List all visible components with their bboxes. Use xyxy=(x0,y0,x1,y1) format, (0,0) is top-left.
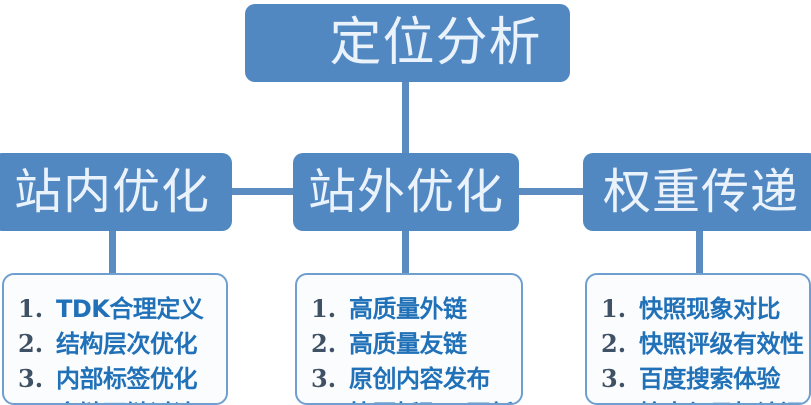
list-weight: 1. 快照现象对比 2. 快照评级有效性 3. 百度搜索体验 4. 检索与目标访… xyxy=(585,273,811,405)
list-item: 1. 快照现象对比 xyxy=(601,289,809,324)
list-item: 2. 快照评级有效性 xyxy=(601,324,809,359)
list-on-site: 1. TDK合理定义 2. 结构层次优化 3. 内部标签优化 4. 空链死链过滤 xyxy=(2,273,228,405)
list-item-number: 3. xyxy=(18,364,44,393)
node-on-site-label: 站内优化 xyxy=(13,164,210,220)
connector-off-site-to-list xyxy=(402,226,409,278)
list-item: 3. 百度搜索体验 xyxy=(601,359,809,394)
list-item-number: 1. xyxy=(311,294,337,323)
list-item-label: TDK合理定义 xyxy=(56,295,204,323)
list-item-label: 高质量友链 xyxy=(349,330,467,358)
list-item: 3. 原创内容发布 xyxy=(311,359,521,394)
node-weight-label: 权重传递 xyxy=(602,164,799,220)
list-item-number: 2. xyxy=(18,329,44,358)
list-item-number: 1. xyxy=(601,294,627,323)
list-item-number: 1. xyxy=(18,294,44,323)
connector-weight-to-list xyxy=(696,226,703,278)
node-root[interactable]: 定位分析 xyxy=(245,4,570,82)
list-item-number: 2. xyxy=(601,329,627,358)
list-item-number: 3. xyxy=(601,364,627,393)
list-item: 2. 高质量友链 xyxy=(311,324,521,359)
list-item-label: 高质量外链 xyxy=(349,295,467,323)
node-weight[interactable]: 权重传递 xyxy=(583,153,811,231)
list-item-label: 百度搜索体验 xyxy=(639,365,781,393)
list-item-label: 快照现象对比 xyxy=(639,295,781,323)
connector-on-site-to-off-site xyxy=(224,188,300,195)
list-item: 1. TDK合理定义 xyxy=(18,289,226,324)
list-item: 3. 内部标签优化 xyxy=(18,359,226,394)
list-item-number: 3. xyxy=(311,364,337,393)
list-item-label: 内部标签优化 xyxy=(56,365,198,393)
list-item-label: 结构层次优化 xyxy=(56,330,198,358)
node-root-label: 定位分析 xyxy=(329,13,542,73)
list-item-label: 快照评级有效性 xyxy=(639,330,804,358)
node-off-site-label: 站外优化 xyxy=(307,164,504,220)
list-off-site: 1. 高质量外链 2. 高质量友链 3. 原创内容发布 4. 快照抓取、更新 xyxy=(295,273,523,405)
node-off-site[interactable]: 站外优化 xyxy=(293,153,519,231)
list-item: 1. 高质量外链 xyxy=(311,289,521,324)
connector-on-site-to-list xyxy=(109,226,116,278)
list-item-number: 2. xyxy=(311,329,337,358)
list-item: 2. 结构层次优化 xyxy=(18,324,226,359)
connector-off-site-to-weight xyxy=(512,188,590,195)
list-item-label: 原创内容发布 xyxy=(349,365,491,393)
connector-root-to-off-site xyxy=(402,78,409,158)
node-on-site[interactable]: 站内优化 xyxy=(0,153,232,231)
